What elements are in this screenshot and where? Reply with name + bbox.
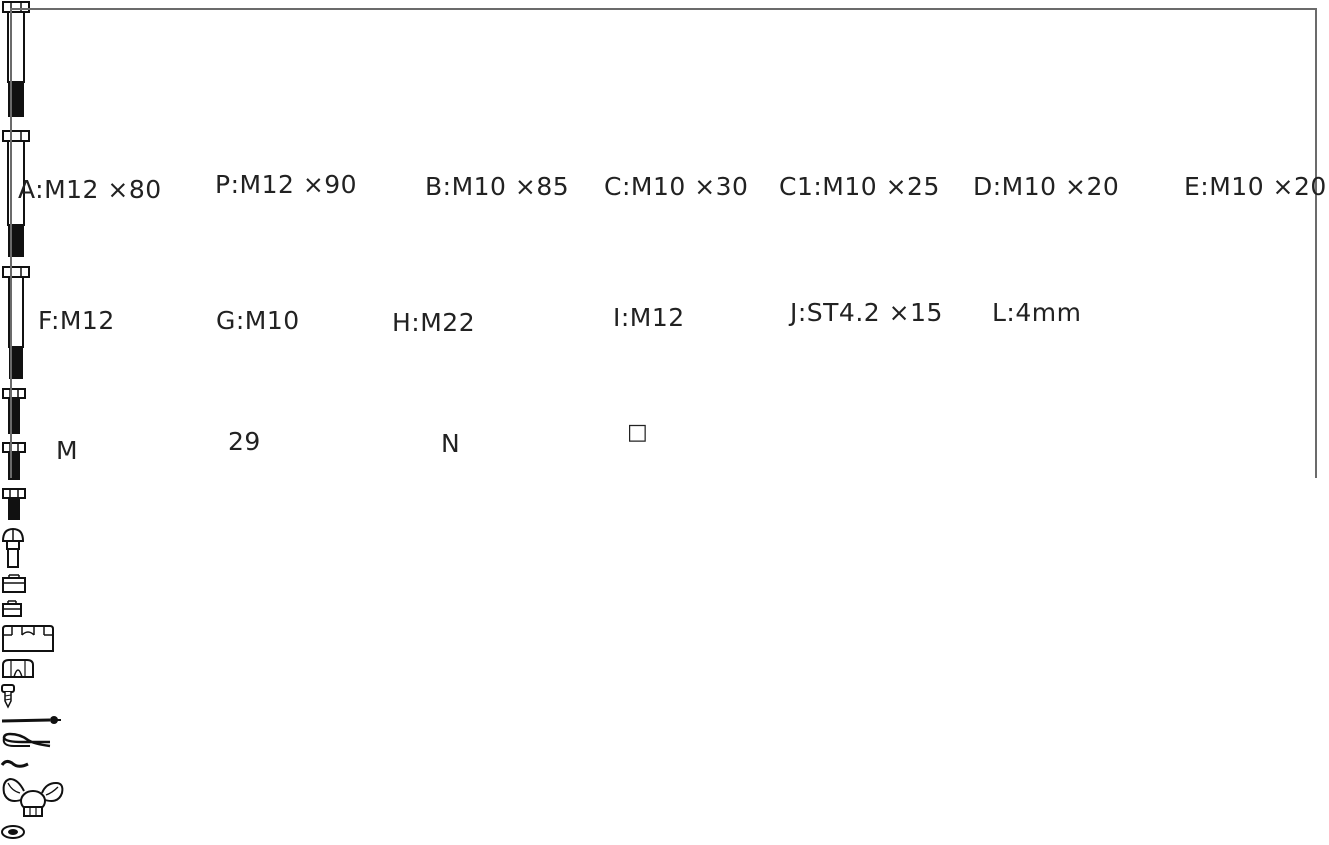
part-c-label: C:M10 ×30 [604, 172, 749, 201]
part-l: L:4mm [0, 298, 1329, 732]
part-a-label: A:M12 ×80 [18, 175, 162, 204]
wing-nut-icon [2, 777, 64, 817]
part-29-label: 29 [228, 427, 261, 456]
part-p: P:M12 ×90 [0, 129, 1329, 265]
small-nut-icon [1, 825, 25, 839]
large-nut-icon [1, 625, 54, 652]
part-small-nut-label: □ [627, 420, 649, 445]
part-m-label: M [56, 436, 79, 465]
parts-diagram-frame [10, 8, 1317, 478]
part-g-label: G:M10 [216, 306, 300, 335]
pin-icon [1, 716, 61, 724]
part-i-label: I:M12 [613, 303, 685, 332]
long-bolt-icon [2, 266, 30, 379]
part-n-label: N [441, 429, 461, 458]
part-d-label: D:M10 ×20 [973, 172, 1120, 201]
part-f: F:M12 [0, 306, 1329, 599]
nut-icon [2, 574, 26, 593]
long-bolt-icon [2, 1, 30, 117]
part-29: 29 [0, 427, 1329, 775]
screw-icon [1, 684, 15, 709]
part-p-label: P:M12 ×90 [215, 170, 358, 199]
part-i: I:M12 [0, 303, 1329, 683]
nut-icon [2, 600, 22, 617]
r-clip-icon [2, 732, 51, 748]
part-d: D:M10 ×20 [0, 172, 1329, 527]
part-f-label: F:M12 [38, 306, 115, 335]
part-c1-label: C1:M10 ×25 [779, 172, 940, 201]
part-b-label: B:M10 ×85 [425, 172, 570, 201]
part-e-label: E:M10 ×20 [1184, 172, 1327, 201]
short-bolt-icon [2, 488, 26, 520]
part-b: B:M10 ×85 [0, 172, 1329, 387]
part-l-label: L:4mm [992, 298, 1082, 327]
part-j: J:ST4.2 ×15 [0, 298, 1329, 713]
part-g: G:M10 [0, 306, 1329, 623]
part-m: M [0, 436, 1329, 756]
part-j-label: J:ST4.2 ×15 [790, 298, 943, 327]
part-e: E:M10 ×20 [0, 172, 1329, 573]
part-n: N [0, 429, 1329, 823]
part-h-label: H:M22 [392, 308, 476, 337]
dome-nut-icon [2, 659, 34, 678]
part-a: A:M12 ×80 [0, 0, 1329, 204]
part-small-nut: □ [0, 420, 1329, 845]
spring-clip-icon [0, 759, 29, 768]
part-h: H:M22 [0, 308, 1329, 657]
carriage-bolt-icon [1, 527, 25, 568]
